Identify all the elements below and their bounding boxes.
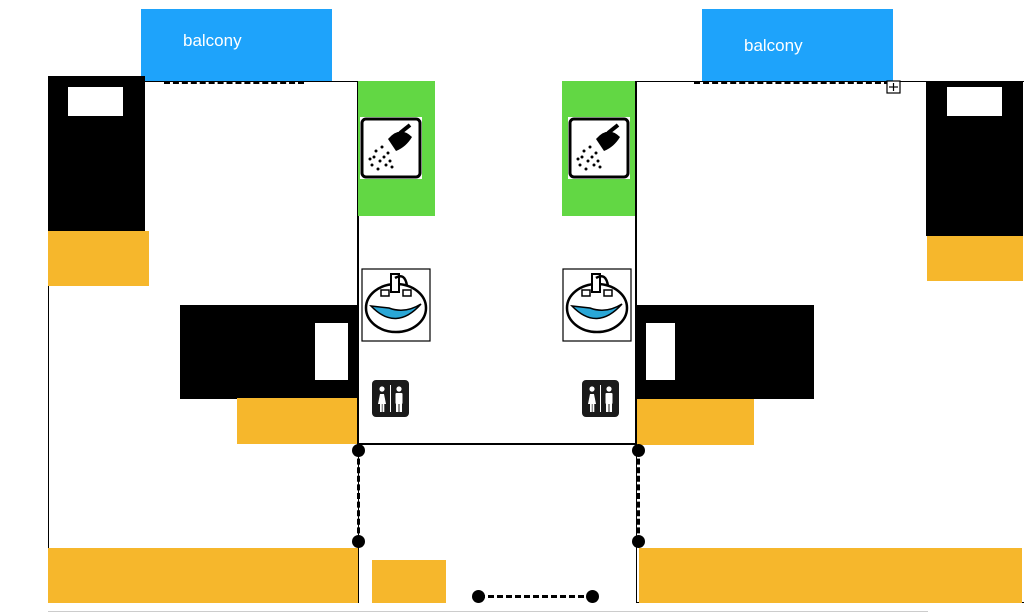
door-left [357, 450, 360, 542]
door-hinge-dot [586, 590, 599, 603]
nightstand-right [636, 399, 754, 445]
sink-icon [361, 268, 431, 342]
door-hinge-dot [352, 444, 365, 457]
counter-left [48, 548, 358, 603]
door-hinge-dot [632, 444, 645, 457]
sink-icon [562, 268, 632, 342]
bed-left-pillow [315, 323, 348, 380]
restroom-icon [582, 380, 619, 417]
cabinet-entrance [372, 560, 446, 603]
bottom-edge [48, 611, 928, 612]
shower-icon [360, 117, 422, 179]
door-hinge-dot [472, 590, 485, 603]
bed-right-pillow [646, 323, 675, 380]
counter-right [639, 548, 1022, 603]
expand-plus-icon[interactable] [885, 80, 902, 95]
wardrobe-right-window [947, 87, 1002, 116]
balcony-left[interactable]: balcony [141, 9, 332, 81]
nightstand-left [237, 398, 358, 444]
restroom-icon [372, 380, 409, 417]
balcony-right[interactable]: balcony [702, 9, 893, 81]
balcony-left-label: balcony [183, 31, 242, 50]
desk-left-top [48, 231, 149, 286]
door-right [637, 450, 640, 542]
wardrobe-left-window [68, 87, 123, 116]
balcony-right-label: balcony [744, 36, 803, 55]
door-entrance [479, 595, 593, 598]
door-hinge-dot [352, 535, 365, 548]
balcony-door-left [164, 81, 304, 84]
door-hinge-dot [632, 535, 645, 548]
desk-right-top [927, 236, 1023, 281]
balcony-door-right [694, 81, 890, 84]
bathroom [357, 81, 637, 445]
shower-icon [568, 117, 630, 179]
